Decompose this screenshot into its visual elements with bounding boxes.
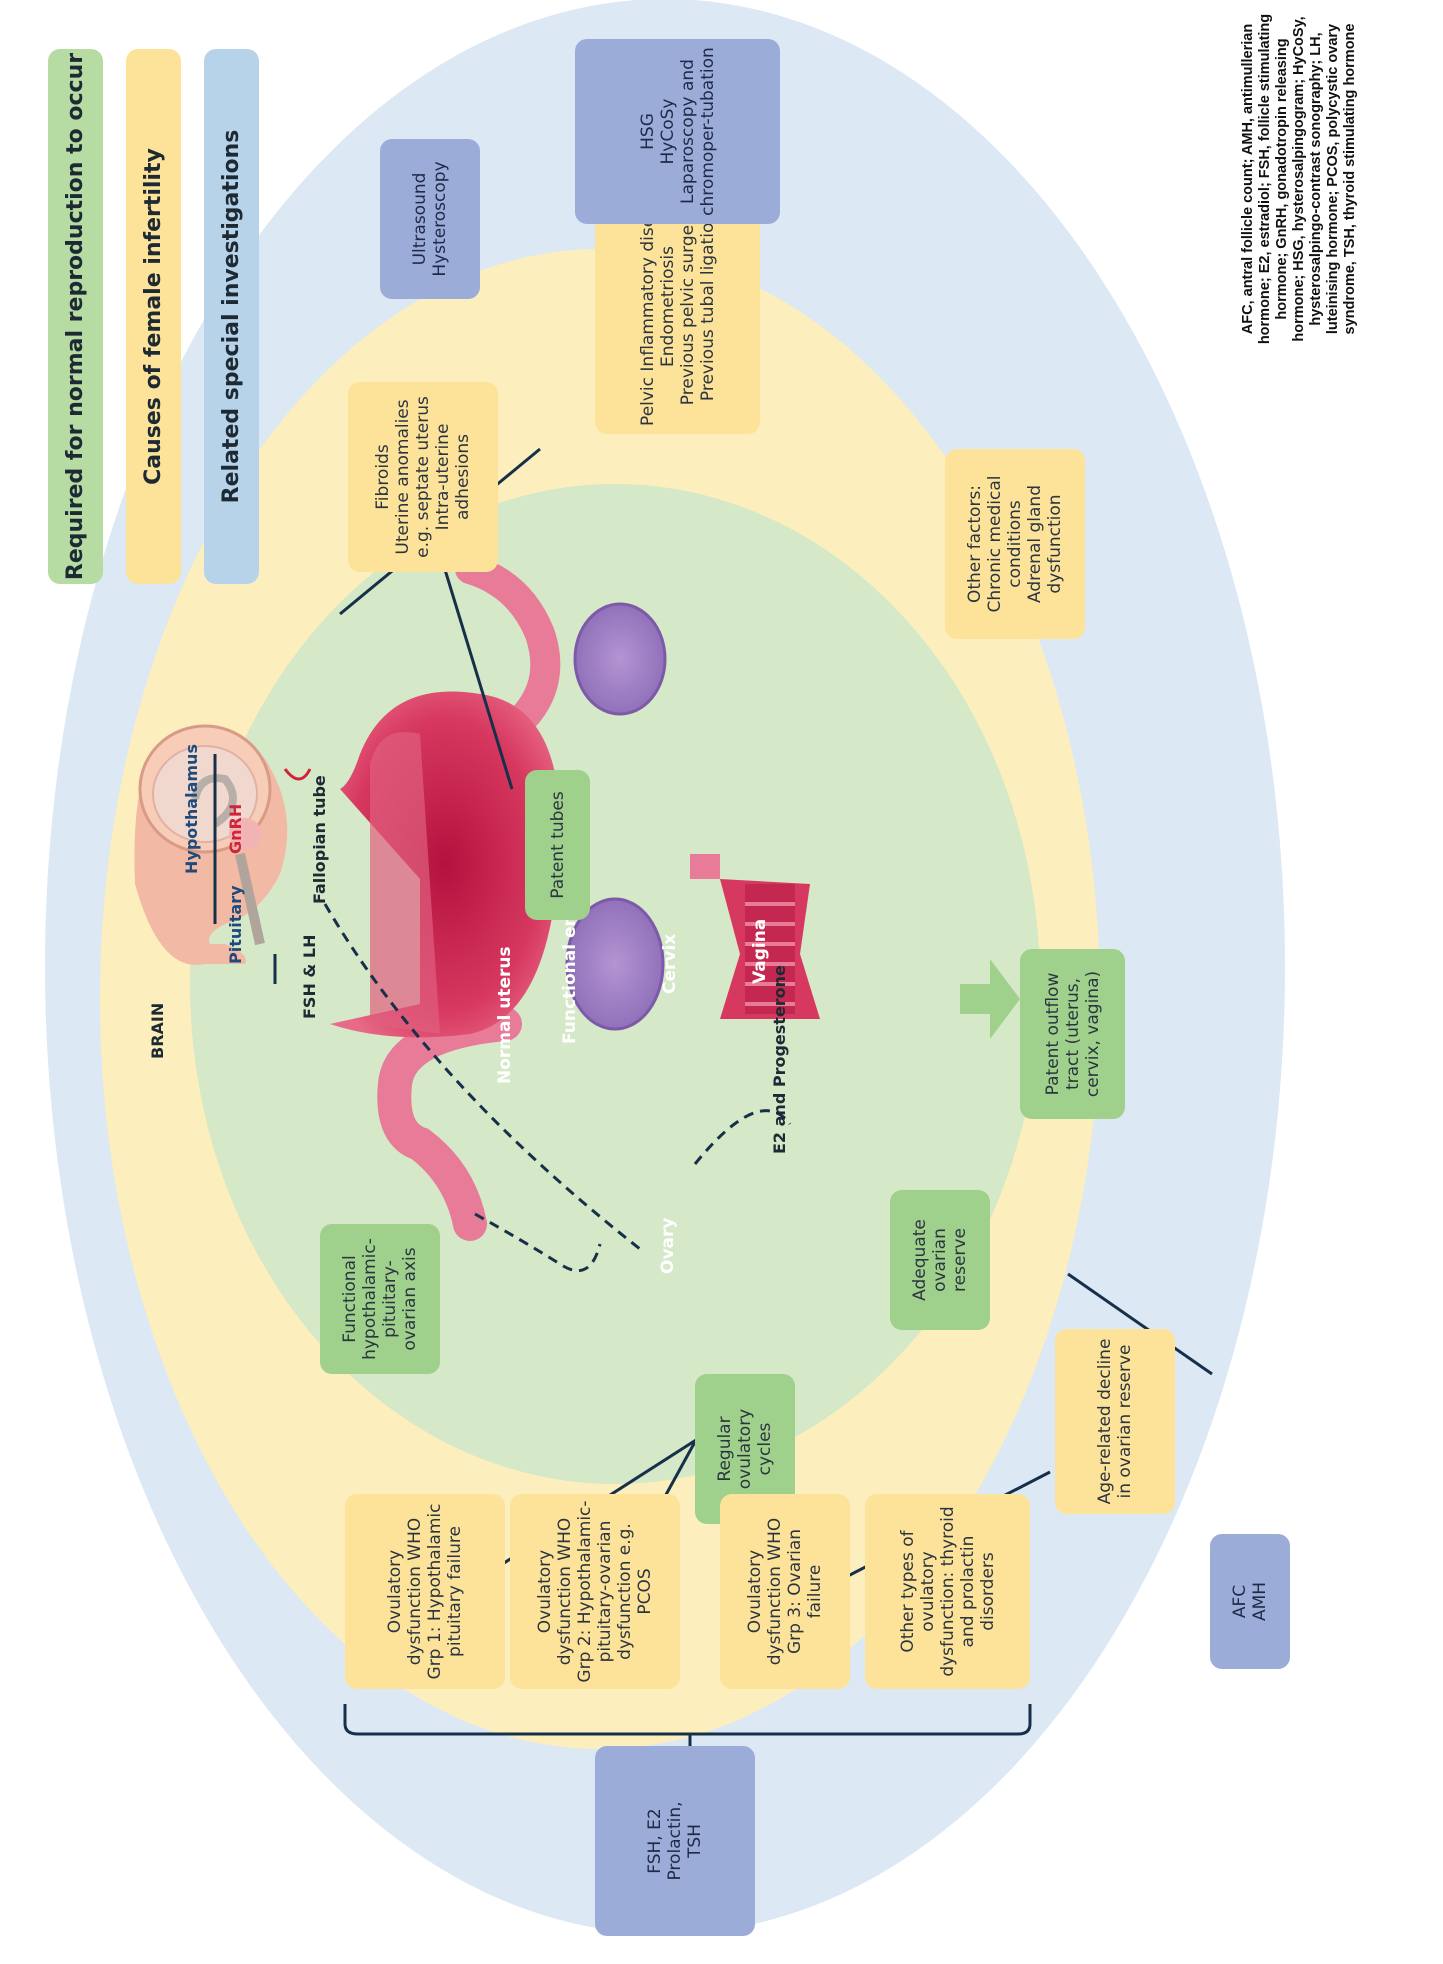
label-gnrh: GnRH [226, 804, 245, 854]
label-ovary: Ovary [658, 1218, 678, 1274]
box-age-related-decline: Age-related decline in ovarian reserve [1055, 1329, 1175, 1514]
label-fallopian-tube: Fallopian tube [310, 775, 329, 904]
abbreviations-footnote: AFC, antral follicle count; AMH, antimul… [1240, 9, 1410, 349]
box-other-factors: Other factors: Chronic medical condition… [945, 449, 1085, 639]
box-who-group-3: Ovulatory dysfunction WHO Grp 3: Ovarian… [720, 1494, 850, 1689]
box-fsh-e2-prolactin-tsh: FSH, E2 Prolactin, TSH [595, 1746, 755, 1936]
label-brain: BRAIN [148, 1003, 167, 1059]
label-e2-progesterone: E2 and Progesterone [770, 965, 789, 1154]
outflow-arrow [960, 959, 1020, 1039]
box-who-group-1: Ovulatory dysfunction WHO Grp 1: Hypotha… [345, 1494, 505, 1689]
box-other-ovulatory-dysfunction: Other types of ovulatory dysfunction: th… [865, 1494, 1030, 1689]
label-hypothalamus: Hypothalamus [182, 744, 201, 874]
box-patent-tubes: Patent tubes [525, 770, 590, 920]
box-hsg-laparoscopy: HSG HyCoSy Laparoscopy and chromoper-tub… [575, 39, 780, 224]
box-functional-hpo-axis: Functional hypothalamic-pituitary-ovaria… [320, 1224, 440, 1374]
left-fallopian-tube [394, 1024, 505, 1224]
label-vagina: Vagina [750, 919, 770, 984]
box-ultrasound-hysteroscopy: Ultrasound Hysteroscopy [380, 139, 480, 299]
right-ovary [575, 604, 665, 714]
box-adequate-ovarian-reserve: Adequate ovarian reserve [890, 1190, 990, 1330]
box-who-group-2: Ovulatory dysfunction WHO Grp 2: Hypotha… [510, 1494, 680, 1689]
label-pituitary: Pituitary [226, 886, 245, 965]
box-afc-amh: AFC AMH [1210, 1534, 1290, 1669]
label-normal-uterus: Normal uterus [495, 946, 515, 1084]
box-patent-outflow-tract: Patent outflow tract (uterus, cervix, va… [1020, 949, 1125, 1119]
box-uterine-causes: Fibroids Uterine anomalies e.g. septate … [348, 382, 498, 572]
head-illustration [134, 726, 287, 965]
label-fsh-lh: FSH & LH [300, 934, 319, 1019]
label-cervix: Cervix [660, 934, 680, 994]
